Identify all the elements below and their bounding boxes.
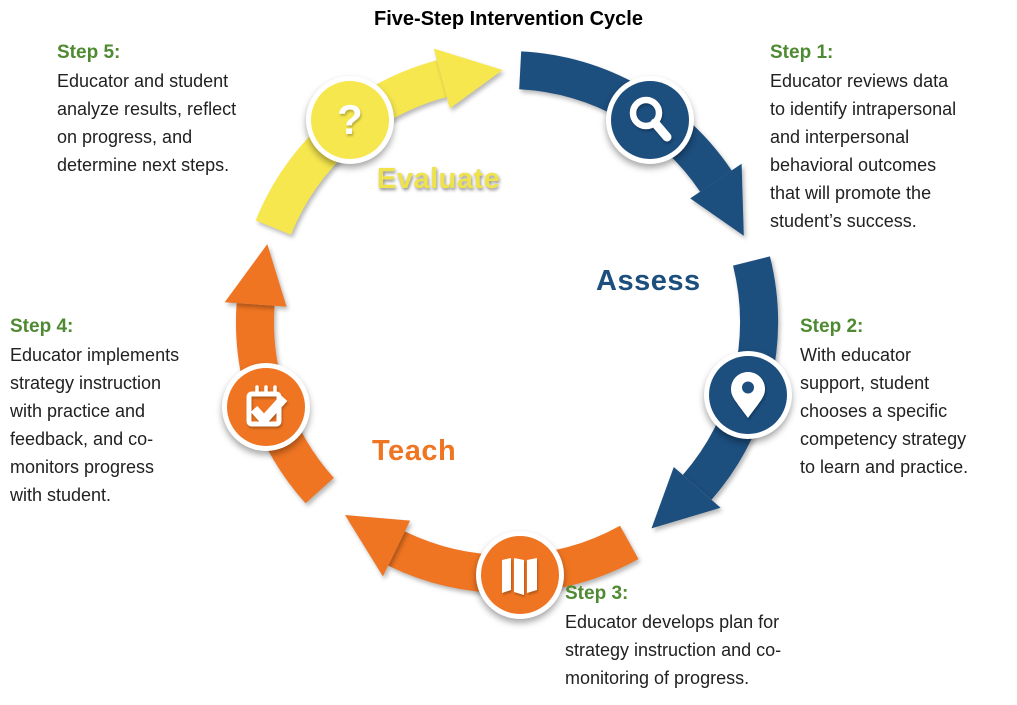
step-1-heading: Step 1: [770, 42, 834, 63]
phase-label-teach: Teach [372, 435, 457, 467]
magnifier-icon [611, 81, 689, 159]
step-3-body: Educator develops plan for strategy inst… [565, 612, 782, 688]
phase-label-assess: Assess [596, 265, 701, 297]
question-glyph-svg: ? [337, 96, 363, 143]
step-3-block: Step 3: Educator develops plan for strat… [565, 579, 875, 692]
calendar-check-icon [227, 368, 305, 446]
teach-arc-1-arrowhead [345, 515, 411, 577]
step-5-block: Step 5: Educator and student analyze res… [57, 38, 297, 179]
map-icon [481, 536, 559, 614]
step-5-node: ? [306, 76, 394, 164]
step-3-node [476, 531, 564, 619]
calendar-glyph-svg [246, 385, 288, 427]
step-1-body: Educator reviews data to identify intrap… [770, 71, 957, 231]
question-glyph: ? [337, 96, 363, 143]
evaluate-arc-arrowhead [433, 48, 503, 109]
step-5-heading: Step 5: [57, 42, 121, 63]
step-4-block: Step 4: Educator implements strategy ins… [10, 312, 230, 509]
step-4-body: Educator implements strategy instruction… [10, 345, 180, 505]
step-2-heading: Step 2: [800, 316, 864, 337]
step-2-block: Step 2: With educator support, student c… [800, 312, 1016, 481]
pin-icon [709, 356, 787, 434]
pin-glyph-svg [731, 372, 765, 418]
step-3-heading: Step 3: [565, 583, 629, 604]
step-4-heading: Step 4: [10, 316, 74, 337]
step-2-node [704, 351, 792, 439]
magnifier-glyph-svg [629, 96, 672, 142]
step-1-block: Step 1: Educator reviews data to identif… [770, 38, 1016, 235]
assess-arc-1-arrowhead [690, 163, 744, 236]
teach-arc-2-arrowhead [224, 244, 287, 307]
phase-label-evaluate: Evaluate [377, 163, 501, 195]
question-icon: ? [311, 81, 389, 159]
step-2-body: With educator support, student chooses a… [800, 345, 969, 477]
diagram-title: Five-Step Intervention Cycle [374, 8, 643, 30]
map-glyph-svg [502, 558, 537, 595]
step-1-node [606, 76, 694, 164]
step-4-node [222, 363, 310, 451]
step-5-body: Educator and student analyze results, re… [57, 71, 237, 175]
assess-arc-2-arrowhead [651, 467, 721, 529]
